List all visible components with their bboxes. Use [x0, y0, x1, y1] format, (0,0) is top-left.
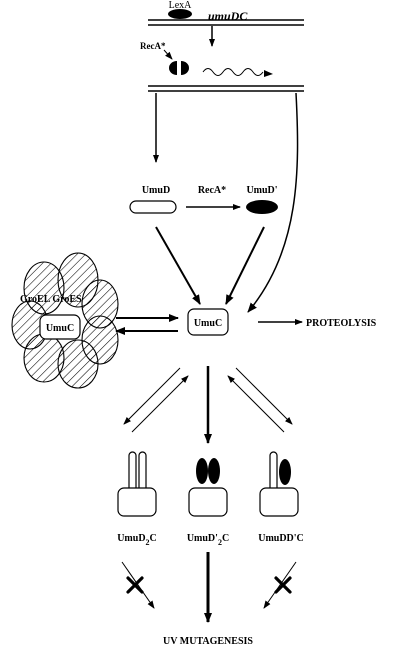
bound-umuc-label: UmuC — [46, 323, 74, 334]
dna-duplex — [148, 20, 304, 91]
umud-prime-label: UmuD' — [246, 185, 277, 196]
umud-label: UmuD — [142, 185, 170, 196]
umudprime2c-complex — [189, 458, 227, 516]
umud-shape — [130, 201, 176, 213]
umud-prime-shape — [246, 200, 278, 214]
reca-arrow — [164, 50, 172, 59]
gene-label: umuDC — [208, 9, 248, 23]
umuddprimec-complex — [260, 452, 298, 516]
umud2c-label: UmuD2C — [117, 533, 157, 547]
cleavage-label: RecA* — [198, 185, 226, 196]
blocked-right — [264, 562, 296, 608]
equilibrium-left — [124, 368, 188, 432]
proteolysis-label: PROTEOLYSIS — [306, 318, 377, 329]
lexa-label: LexA — [169, 0, 193, 11]
chaperone-label: GroEL GroES — [20, 294, 82, 305]
umud-to-umuc-arrow — [156, 227, 200, 304]
umudprime-to-umuc-arrow — [226, 227, 264, 304]
umuddprimec-label: UmuDD'C — [258, 533, 304, 544]
equilibrium-right — [228, 368, 292, 432]
umuc-label: UmuC — [194, 318, 222, 329]
blocked-left — [122, 562, 154, 608]
transcript-icon — [203, 69, 263, 76]
umudprime2c-label: UmuD'2C — [187, 533, 229, 547]
reca-icon — [169, 61, 189, 75]
transcript-arrowhead — [264, 70, 273, 77]
uv-mutagenesis-label: UV MUTAGENESIS — [163, 636, 253, 647]
reca-label: RecA* — [140, 41, 166, 51]
umud2c-complex — [118, 452, 156, 516]
